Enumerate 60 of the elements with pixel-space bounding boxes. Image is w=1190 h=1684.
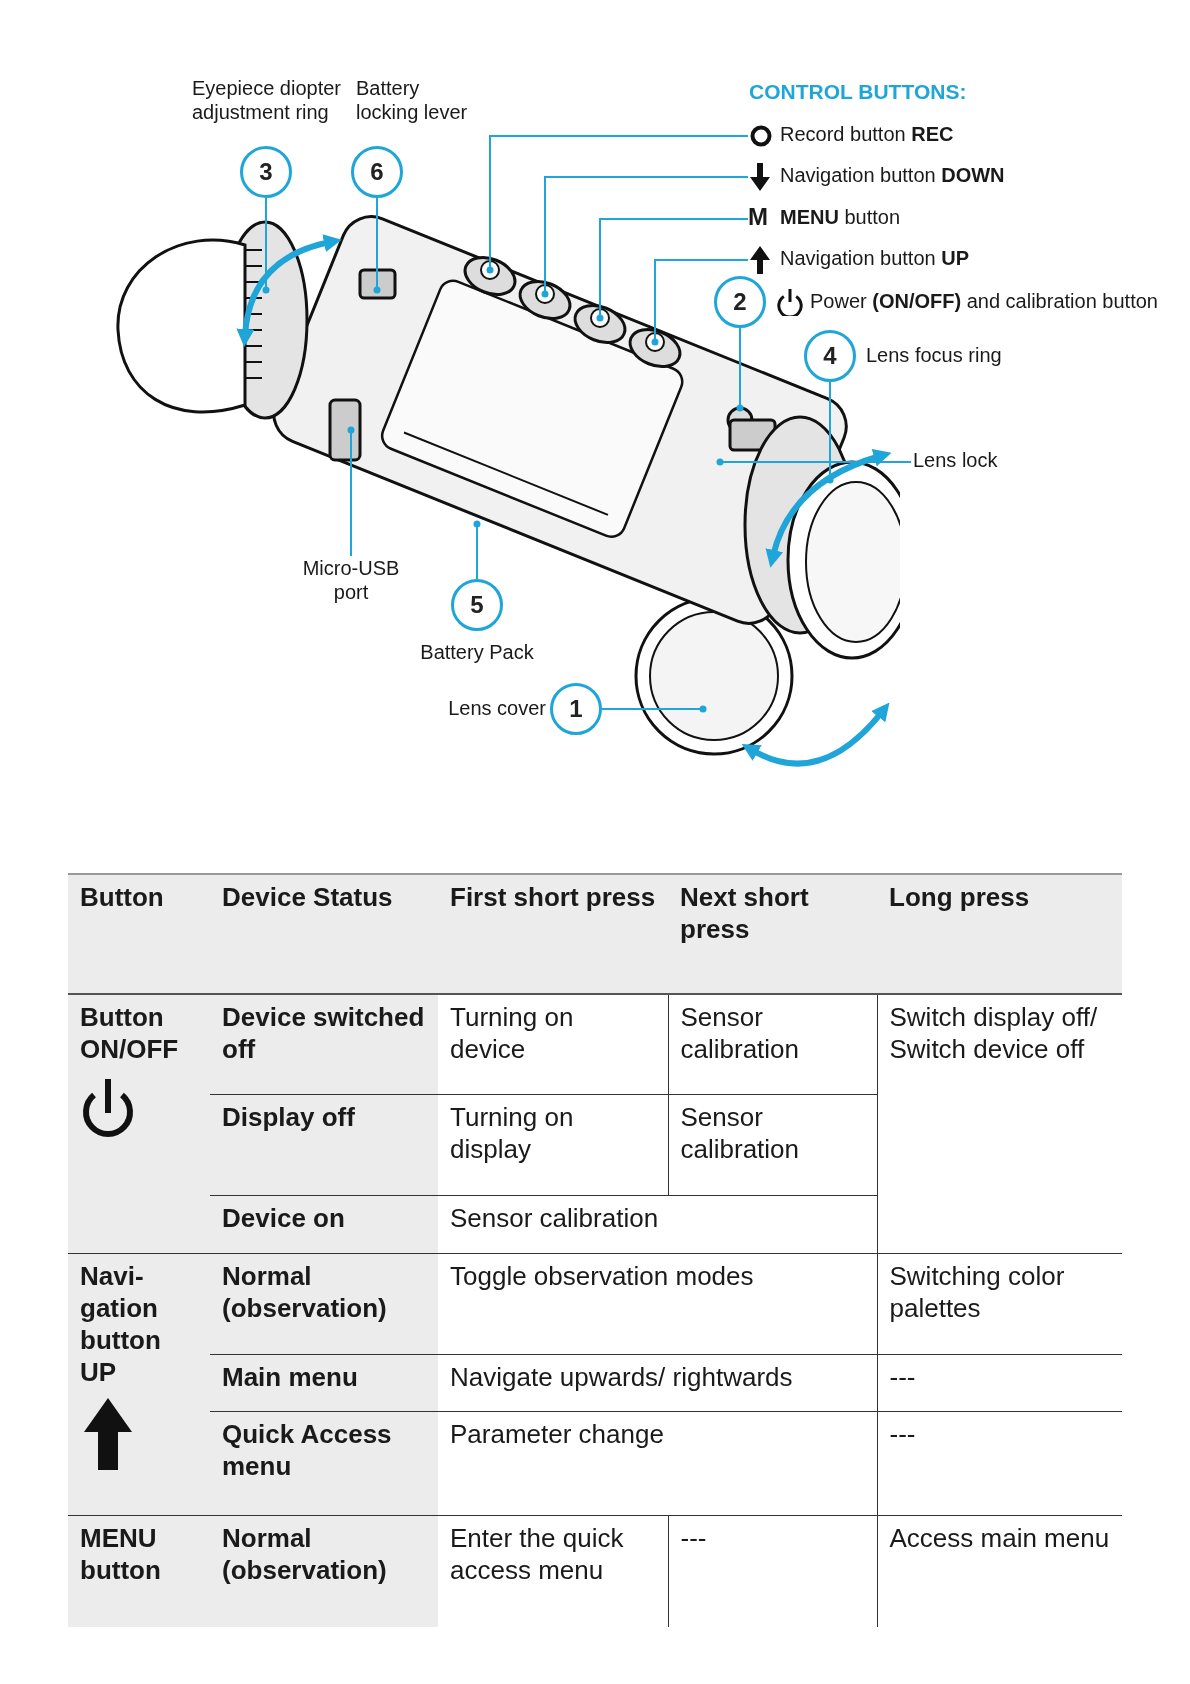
cell-text: Normal (observation) <box>222 1521 388 1586</box>
cell-text: Main menu <box>222 1360 359 1393</box>
cell-text: Device switched off <box>222 1001 426 1065</box>
cell-text: Display off <box>222 1100 356 1133</box>
callout-label: Micro-USB port <box>301 556 401 604</box>
cell-text: Switch display off/ Switch device off <box>889 1001 1099 1065</box>
cell-text: Access main menu <box>889 1521 1110 1554</box>
button-letter: M <box>748 205 769 229</box>
callout-number: 1 <box>550 683 602 735</box>
cell-text: Toggle observation modes <box>450 1259 755 1292</box>
cell-text: Button ON/OFF <box>80 1001 180 1065</box>
callout-label: Battery Pack <box>419 640 535 664</box>
callout-label: MENU button <box>780 205 902 229</box>
cell-text: Next short press <box>680 881 810 945</box>
cell-text: Device on <box>222 1201 346 1234</box>
cell-text: Sensor calibration <box>680 1001 800 1065</box>
cell-text: Parameter change <box>450 1417 665 1450</box>
section-heading: CONTROL BUTTONS: <box>749 80 967 104</box>
callout-label: Record button REC <box>780 122 955 146</box>
cell-text: Normal (observation) <box>222 1259 388 1324</box>
callout-label: Lens focus ring <box>866 343 1003 367</box>
leader-line <box>716 458 912 466</box>
callout-label: Navigation button UP <box>780 246 971 270</box>
cell-text: MENU button <box>80 1521 162 1586</box>
leader-line <box>473 520 481 580</box>
cell-text: Turning on display <box>450 1100 575 1165</box>
cell-text: --- <box>680 1521 708 1554</box>
cell-text: First short press <box>450 881 656 913</box>
callout-number: 6 <box>351 146 403 198</box>
cell-text: Long press <box>889 881 1031 913</box>
leader-line <box>347 426 355 557</box>
leader-line <box>486 135 749 274</box>
leader-line <box>596 218 749 322</box>
callout-number: 3 <box>240 146 292 198</box>
callout-number: 4 <box>804 330 856 382</box>
cell-text: Turning on device <box>450 1001 575 1065</box>
cell-text: Sensor calibration <box>450 1201 660 1234</box>
leader-line <box>826 381 834 484</box>
cell-text: --- <box>889 1417 917 1450</box>
leader-line <box>651 259 749 346</box>
callout-number: 2 <box>714 276 766 328</box>
leader-line <box>601 705 707 713</box>
cell-text: Enter the quick access menu <box>450 1521 625 1586</box>
callout-label: Lens lock <box>913 448 999 472</box>
callout-label: Navigation button DOWN <box>780 163 1006 187</box>
cell-text: Switching color palettes <box>889 1259 1066 1324</box>
cell-text: Navi- gation button UP <box>80 1259 162 1388</box>
callout-number: 5 <box>451 579 503 631</box>
cell-text: Navigate upwards/ rightwards <box>450 1360 794 1393</box>
callout-label: Power (ON/OFF) and calibration button <box>810 289 1159 313</box>
callout-label: Eyepiece diopter adjustment ring <box>192 76 342 124</box>
leader-line <box>541 176 749 298</box>
cell-text: --- <box>889 1360 917 1393</box>
leader-line <box>736 327 744 412</box>
callout-label: Battery locking lever <box>356 76 469 124</box>
cell-text: Button <box>80 881 165 913</box>
cell-text: Quick Access menu <box>222 1417 393 1482</box>
callout-label: Lens cover <box>447 696 546 720</box>
cell-text: Sensor calibration <box>680 1100 800 1165</box>
cell-text: Device Status <box>222 881 394 913</box>
